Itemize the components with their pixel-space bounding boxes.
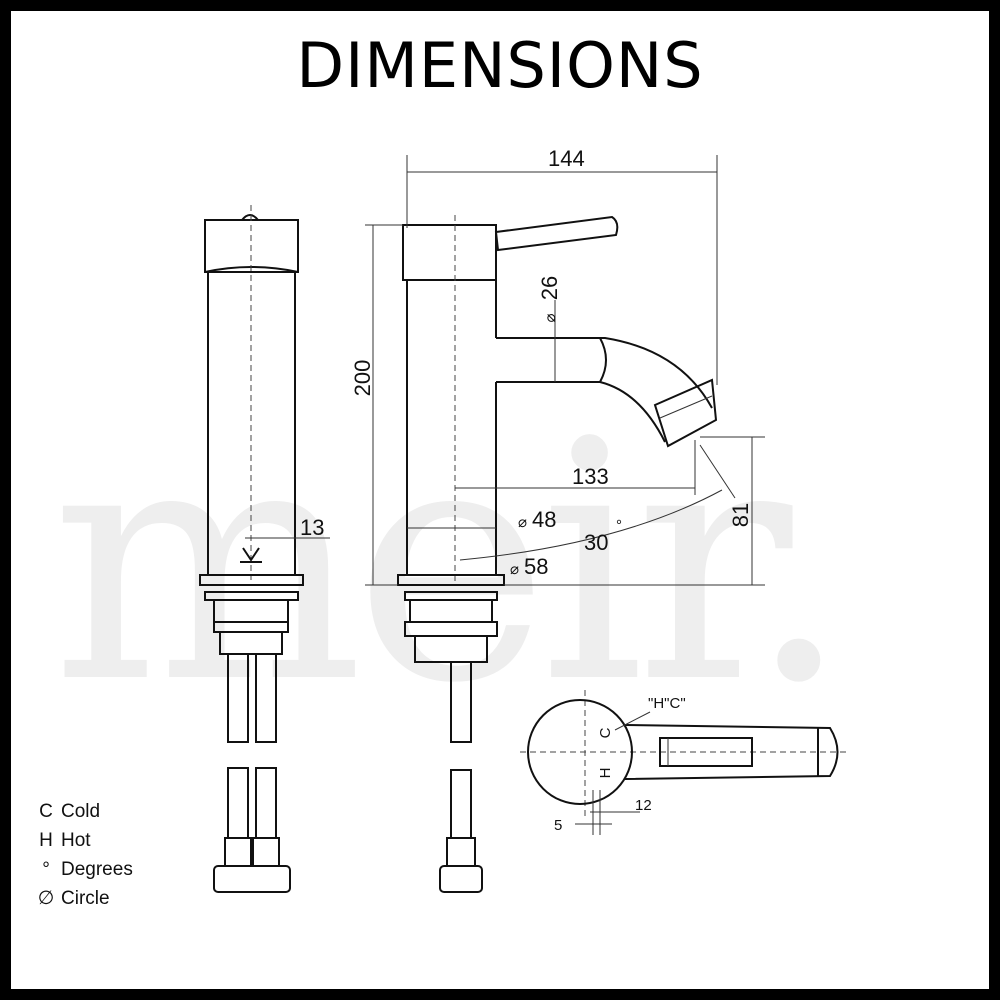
angle-arc xyxy=(459,489,723,561)
page-title: DIMENSIONS xyxy=(296,29,704,102)
side-thread xyxy=(414,635,488,663)
front-shank xyxy=(213,599,289,623)
legend-item-hot: H Hot xyxy=(31,826,133,855)
legend-symbol: ∅ xyxy=(37,888,55,909)
legend-symbol: H xyxy=(39,830,53,851)
side-hex-nut xyxy=(439,865,483,893)
spout-top xyxy=(496,337,713,409)
front-hose-right-upper xyxy=(255,653,277,743)
top-h-mark: H xyxy=(597,768,614,779)
dim-12-label: 12 xyxy=(635,797,652,814)
legend-item-circle: ∅ Circle xyxy=(31,884,133,913)
front-hex-nuts xyxy=(213,865,291,893)
front-handle-cap xyxy=(241,214,259,221)
legend-symbol: C xyxy=(39,801,53,822)
top-body-circle xyxy=(527,699,633,805)
dim-200-label: 200 xyxy=(350,360,375,397)
side-handle-block xyxy=(402,224,497,281)
side-view: 144 200 26 ⌀ 133 81 xyxy=(350,146,765,893)
side-base-plate xyxy=(397,574,505,586)
side-washer xyxy=(404,591,498,601)
legend-label: Cold xyxy=(61,801,101,822)
side-hose-lower xyxy=(450,769,472,839)
legend-label: Circle xyxy=(61,888,110,909)
front-thread xyxy=(219,631,283,655)
dim-13-label: 13 xyxy=(300,515,324,540)
dim-58-label: 58 xyxy=(524,554,548,579)
spout-outlet xyxy=(653,378,718,448)
top-lever xyxy=(659,737,753,767)
spout-bottom xyxy=(496,381,666,443)
front-hose-left-upper xyxy=(227,653,249,743)
angle-ref-line xyxy=(699,444,736,499)
dim-48-label: 48 xyxy=(532,507,556,532)
legend-label: Degrees xyxy=(61,859,133,880)
dim-133-label: 133 xyxy=(572,464,609,489)
hc-callout-leader xyxy=(614,711,651,731)
angle-degree: ° xyxy=(616,517,622,534)
front-view: 13 xyxy=(199,205,330,893)
legend: C Cold H Hot ° Degrees ∅ Circle xyxy=(31,797,133,913)
dim-48-dia-symbol: ⌀ xyxy=(518,514,527,531)
hc-callout: "H"C" xyxy=(648,695,686,712)
legend-item-degrees: ° Degrees xyxy=(31,855,133,884)
spout-section xyxy=(599,337,607,383)
side-fitting xyxy=(446,837,476,867)
front-nut xyxy=(213,621,289,633)
top-c-mark: C xyxy=(597,727,614,738)
legend-item-cold: C Cold xyxy=(31,797,133,826)
front-washer xyxy=(204,591,299,601)
front-hose-right-lower xyxy=(255,767,277,839)
top-spout-outline xyxy=(624,724,839,780)
legend-label: Hot xyxy=(61,830,91,851)
front-hc-marker xyxy=(242,547,260,562)
front-fitting-left xyxy=(224,837,252,867)
dim-58-dia-symbol: ⌀ xyxy=(510,561,519,578)
front-base-plate xyxy=(199,574,304,586)
dim-26-label: 26 xyxy=(537,276,562,300)
dim-81-label: 81 xyxy=(728,503,753,527)
angle-label: 30 xyxy=(584,530,608,555)
side-lever xyxy=(494,215,619,252)
diagram-panel: meir. DIMENSIONS xyxy=(11,11,989,989)
tap-diagram: 13 xyxy=(199,146,850,893)
dim-26-dia-symbol: ⌀ xyxy=(542,313,559,322)
dim-144-label: 144 xyxy=(548,146,585,171)
side-hose-upper xyxy=(450,661,472,743)
spout-aerator xyxy=(659,395,713,419)
front-fitting-right xyxy=(252,837,280,867)
legend-symbol: ° xyxy=(42,859,50,880)
top-view: C H "H"C" 5 12 xyxy=(520,690,850,835)
side-shank xyxy=(409,599,493,623)
front-hose-left-lower xyxy=(227,767,249,839)
dim-5-label: 5 xyxy=(554,817,562,834)
side-nut xyxy=(404,621,498,637)
